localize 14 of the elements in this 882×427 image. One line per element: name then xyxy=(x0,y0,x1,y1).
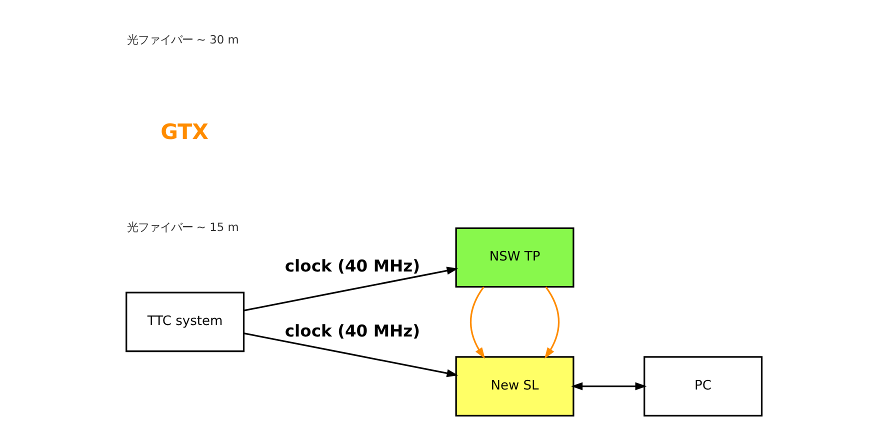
node-box: TTC system xyxy=(126,292,245,352)
arrow xyxy=(571,382,647,390)
node-box: PC xyxy=(644,356,763,416)
arrow xyxy=(244,266,458,312)
label: 光ファイバー ~ 15 m xyxy=(126,220,239,234)
edge-label: clock (40 MHz) xyxy=(284,256,420,276)
arrow xyxy=(544,286,560,359)
node-box: NSW TP xyxy=(455,227,574,288)
arrow xyxy=(244,332,458,378)
label: GTX xyxy=(160,118,208,144)
node-box: New SL xyxy=(455,356,574,416)
edge-label: clock (40 MHz) xyxy=(284,322,420,341)
label: 光ファイバー ~ 30 m xyxy=(126,32,239,47)
arrow xyxy=(470,286,486,359)
